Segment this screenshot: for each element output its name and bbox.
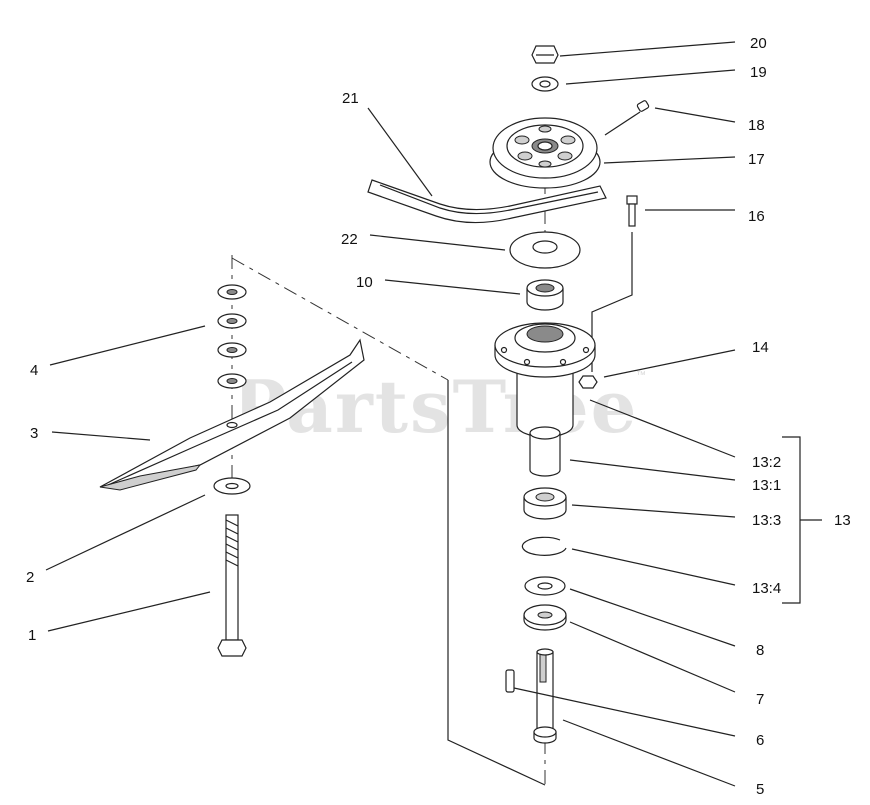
belt-part-21 [367,179,607,224]
callout-13-4: 13:4 [752,580,781,597]
blade-part-3 [99,338,365,491]
callout-3: 3 [30,425,38,442]
leader-lines [45,41,822,787]
callout-22: 22 [341,231,358,248]
callout-7: 7 [756,691,764,708]
callout-13: 13 [834,512,851,529]
callout-5: 5 [756,781,764,798]
washer-part-2 [213,477,251,495]
key-part-6 [505,669,515,693]
callout-2: 2 [26,569,34,586]
spindle-housing-part-13-2 [494,322,596,438]
pulley-part-17 [489,117,601,189]
callout-10: 10 [356,274,373,291]
callout-6: 6 [756,732,764,749]
bearing-part-10 [526,279,564,311]
callout-14: 14 [752,339,769,356]
spacer-part-22 [509,231,581,269]
callout-13-1: 13:1 [752,477,781,494]
callout-21: 21 [342,90,359,107]
washer-part-19 [531,76,559,92]
callout-16: 16 [748,208,765,225]
spacer-tube-part-13-1 [529,426,561,477]
bolt-part-1 [217,514,247,657]
assembly-guides [231,180,633,790]
watermark-tm: ™ [636,370,646,381]
washers-part-4 [217,284,247,389]
callout-18: 18 [748,117,765,134]
callout-17: 17 [748,151,765,168]
spindle-shaft-part-5 [533,648,557,744]
callout-13-2: 13:2 [752,454,781,471]
callout-20: 20 [750,35,767,52]
washer-part-8 [524,576,566,596]
callout-8: 8 [756,642,764,659]
bearing-part-13-3 [523,487,567,520]
nut-part-14 [578,375,598,389]
washer-part-7 [523,604,567,631]
callout-4: 4 [30,362,38,379]
snap-ring-part-13-4 [521,536,567,556]
callout-19: 19 [750,64,767,81]
set-screw-part-18 [636,100,650,112]
callout-13-3: 13:3 [752,512,781,529]
callout-1: 1 [28,627,36,644]
callout-labels: 20 19 18 17 21 16 22 10 14 4 3 13:2 13:1… [26,35,851,798]
bolt-part-16 [626,195,638,227]
nut-part-20 [531,45,559,64]
